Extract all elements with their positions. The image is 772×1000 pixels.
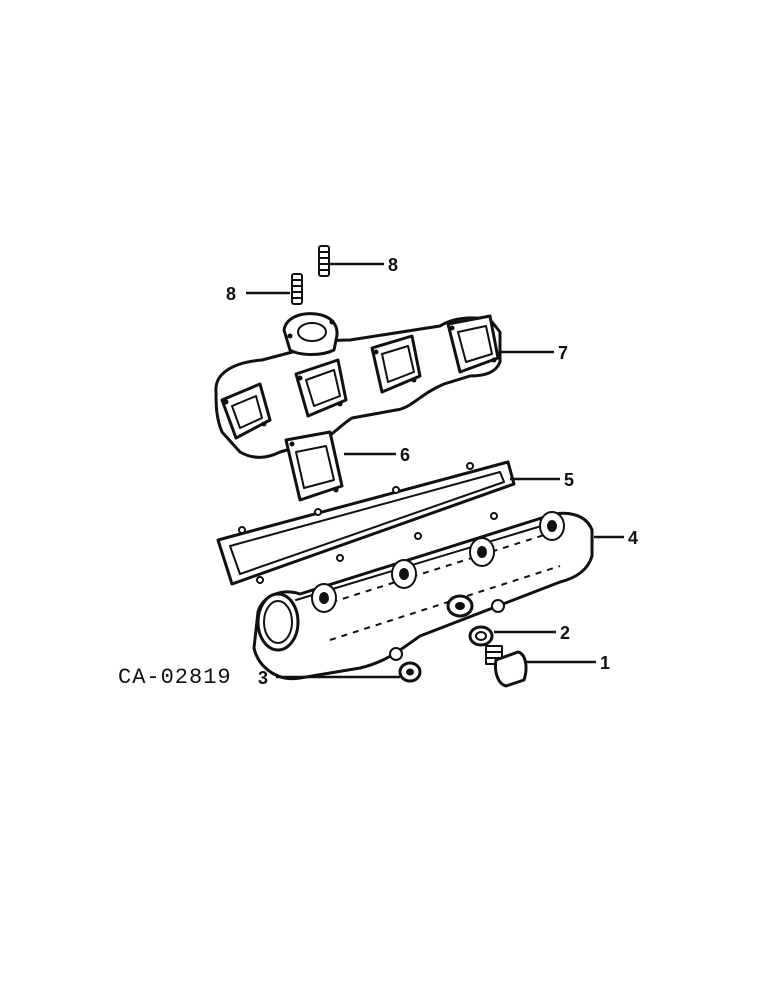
manifold-port-4: [446, 314, 500, 374]
port-gasket-part-6: [284, 430, 344, 502]
callout-2: 2: [560, 623, 570, 643]
callout-6: 6: [400, 445, 410, 465]
stud-part-8-upper: [318, 245, 330, 277]
callouts: 8 8 7 6 5 4 2 1 3: [226, 255, 638, 688]
nut-part-3: [398, 661, 422, 683]
callout-1: 1: [600, 653, 610, 673]
callout-8-lower: 8: [226, 284, 236, 304]
manifold-gasket-part-5: [216, 460, 516, 586]
callout-4: 4: [628, 528, 638, 548]
manifold-port-2: [294, 358, 348, 418]
callout-5: 5: [564, 470, 574, 490]
housing-boss-1: [311, 583, 337, 613]
manifold-port-1: [220, 382, 272, 440]
callout-3: 3: [258, 668, 268, 688]
stud-part-8-lower: [291, 273, 303, 305]
exhaust-manifold-part-7: [214, 312, 502, 459]
callout-7: 7: [558, 343, 568, 363]
washer-part-2: [468, 625, 494, 647]
leader-lines: [246, 262, 624, 679]
drain-plug-part-1: [485, 645, 528, 688]
housing-boss-4: [539, 511, 565, 541]
drawing-reference: CA-02819: [118, 665, 232, 690]
manifold-port-3: [370, 334, 422, 394]
callout-8-upper: 8: [388, 255, 398, 275]
housing-boss-2: [391, 559, 417, 589]
housing-boss-3: [469, 537, 495, 567]
manifold-housing-part-4: [252, 511, 594, 681]
